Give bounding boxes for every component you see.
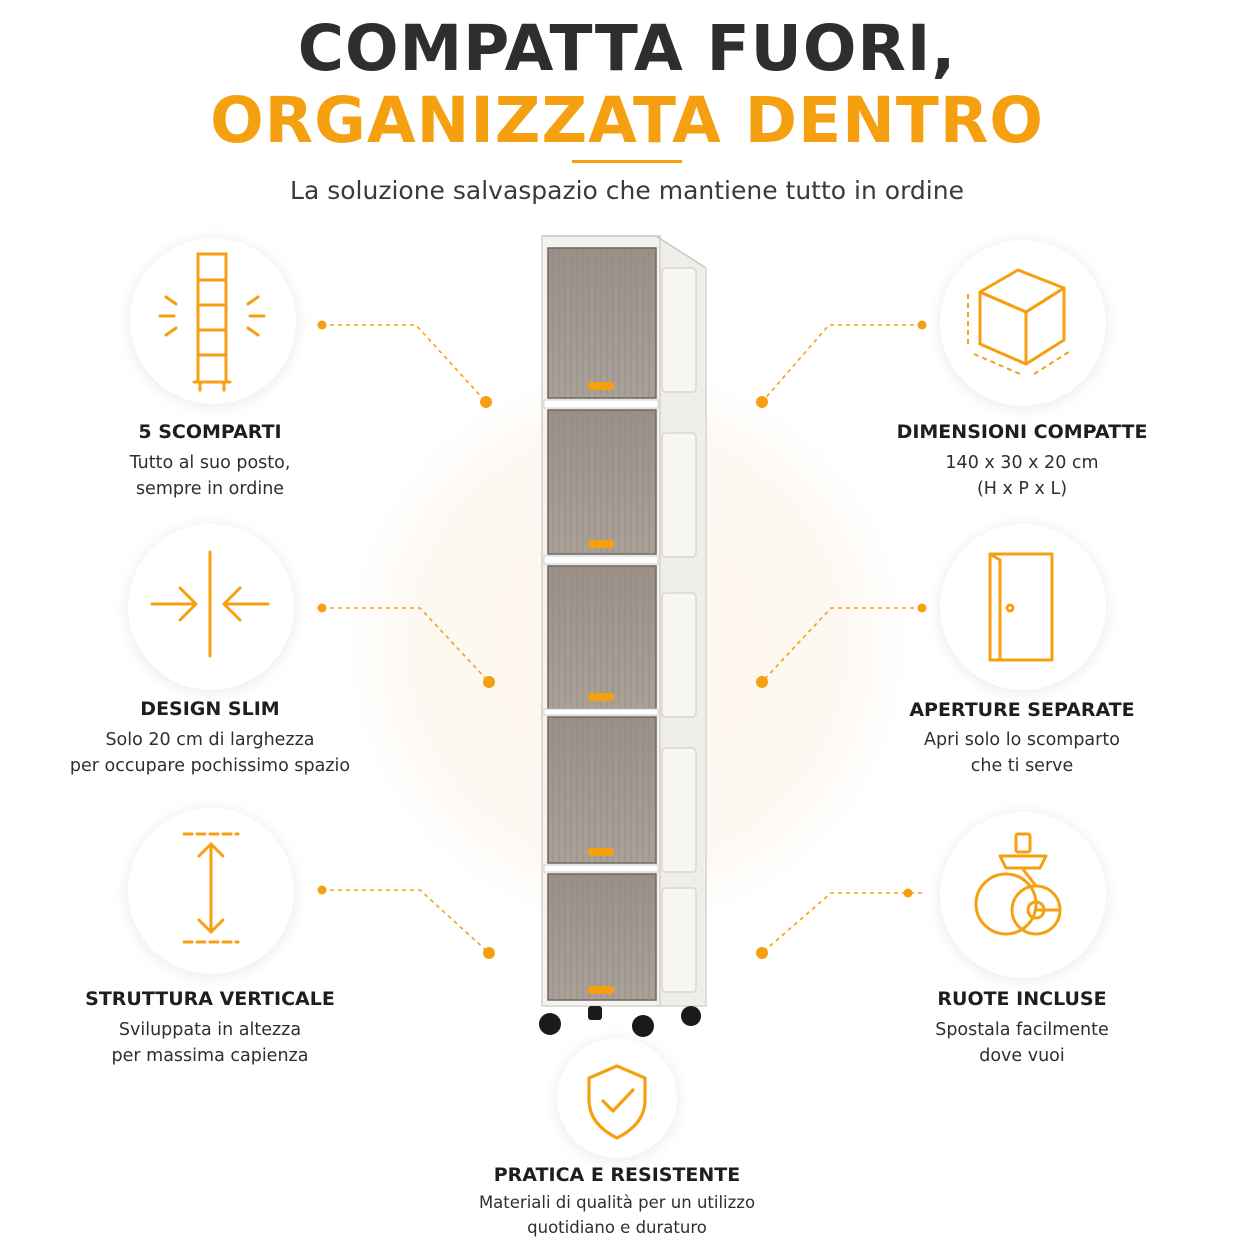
door-icon [988, 552, 1054, 662]
storage-tower-illustration [539, 234, 707, 1037]
compress-arrows-icon [150, 550, 270, 658]
slim-desc-line1: Solo 20 cm di larghezza [105, 730, 315, 750]
vertical-arrow-icon [182, 832, 240, 944]
dimensions-title: DIMENSIONI COMPATTE [896, 421, 1148, 443]
vertical-icon-circle [128, 808, 294, 974]
durable-desc-line1: Materiali di qualità per un utilizzo [478, 1193, 756, 1212]
vertical-title: STRUTTURA VERTICALE [85, 988, 335, 1010]
subtitle: La soluzione salvaspazio che mantiene tu… [290, 176, 964, 205]
openings-desc-line1: Apri solo lo scomparto [924, 730, 1120, 750]
headline-line-2: ORGANIZZATA DENTRO [210, 84, 1044, 157]
dimensions-icon-circle [940, 240, 1106, 406]
durable-title: PRATICA E RESISTENTE [493, 1164, 741, 1186]
wheels-title: RUOTE INCLUSE [937, 988, 1107, 1010]
shield-check-icon [587, 1064, 647, 1140]
cube-icon [967, 268, 1073, 375]
wheels-desc-line1: Spostala facilmente [935, 1020, 1109, 1040]
compartments-title: 5 SCOMPARTI [138, 421, 282, 443]
vertical-desc-line2: per massima capienza [111, 1046, 309, 1066]
compartments-icon-circle [130, 238, 296, 404]
compartments-desc-line2: sempre in ordine [135, 479, 285, 499]
dimensions-desc-line1: 140 x 30 x 20 cm [945, 453, 1099, 473]
openings-desc-line2: che ti serve [970, 756, 1074, 776]
wheels-icon-circle [940, 812, 1106, 978]
durable-desc-line2: quotidiano e duraturo [527, 1218, 707, 1237]
wheels-desc-line2: dove vuoi [979, 1046, 1065, 1066]
openings-title: APERTURE SEPARATE [909, 699, 1135, 721]
openings-icon-circle [940, 524, 1106, 690]
headline-line-1: COMPATTA FUORI, [297, 12, 957, 85]
slim-desc-line2: per occupare pochissimo spazio [69, 756, 351, 776]
dimensions-desc-line2: (H x P x L) [976, 479, 1068, 499]
shelf-tower-icon [158, 252, 266, 392]
slim-title: DESIGN SLIM [140, 698, 280, 720]
slim-icon-circle [128, 524, 294, 690]
durable-icon-circle [557, 1038, 677, 1158]
caster-wheel-icon [974, 832, 1062, 936]
headline-divider [572, 160, 682, 163]
compartments-desc-line1: Tutto al suo posto, [129, 453, 291, 473]
vertical-desc-line1: Sviluppata in altezza [118, 1020, 302, 1040]
